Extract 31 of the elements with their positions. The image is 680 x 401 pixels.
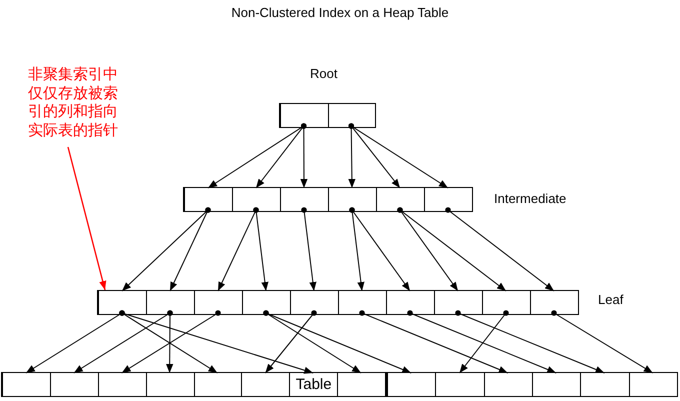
level-label: Intermediate [494, 191, 566, 206]
page-slot [241, 373, 290, 396]
index-page [386, 372, 678, 397]
arrow [397, 207, 506, 292]
arrow [348, 123, 448, 188]
arrow [349, 207, 410, 292]
page-slot [387, 373, 436, 396]
arrow [459, 310, 509, 374]
arrow [253, 207, 268, 292]
arrow [263, 310, 412, 374]
arrow [445, 207, 554, 292]
annotation-text: 非聚集索引中仅仅存放被索引的列和指向实际表的指针 [28, 65, 128, 139]
index-page [1, 372, 386, 397]
arrow [359, 310, 508, 374]
arrow [170, 207, 211, 292]
arrow [455, 310, 605, 374]
level-label: Root [310, 66, 338, 81]
arrow [264, 310, 317, 374]
arrow [300, 123, 308, 188]
index-page [97, 290, 579, 315]
arrow [551, 310, 654, 374]
level-label: Leaf [598, 292, 624, 307]
arrow [407, 310, 557, 374]
page-slot [194, 373, 242, 396]
arrow [301, 207, 316, 292]
arrow [67, 146, 106, 290]
arrow [166, 310, 174, 374]
index-page [183, 187, 473, 212]
diagram-title: Non-Clustered Index on a Heap Table [230, 5, 450, 20]
index-page [279, 103, 376, 128]
arrow [119, 310, 314, 374]
